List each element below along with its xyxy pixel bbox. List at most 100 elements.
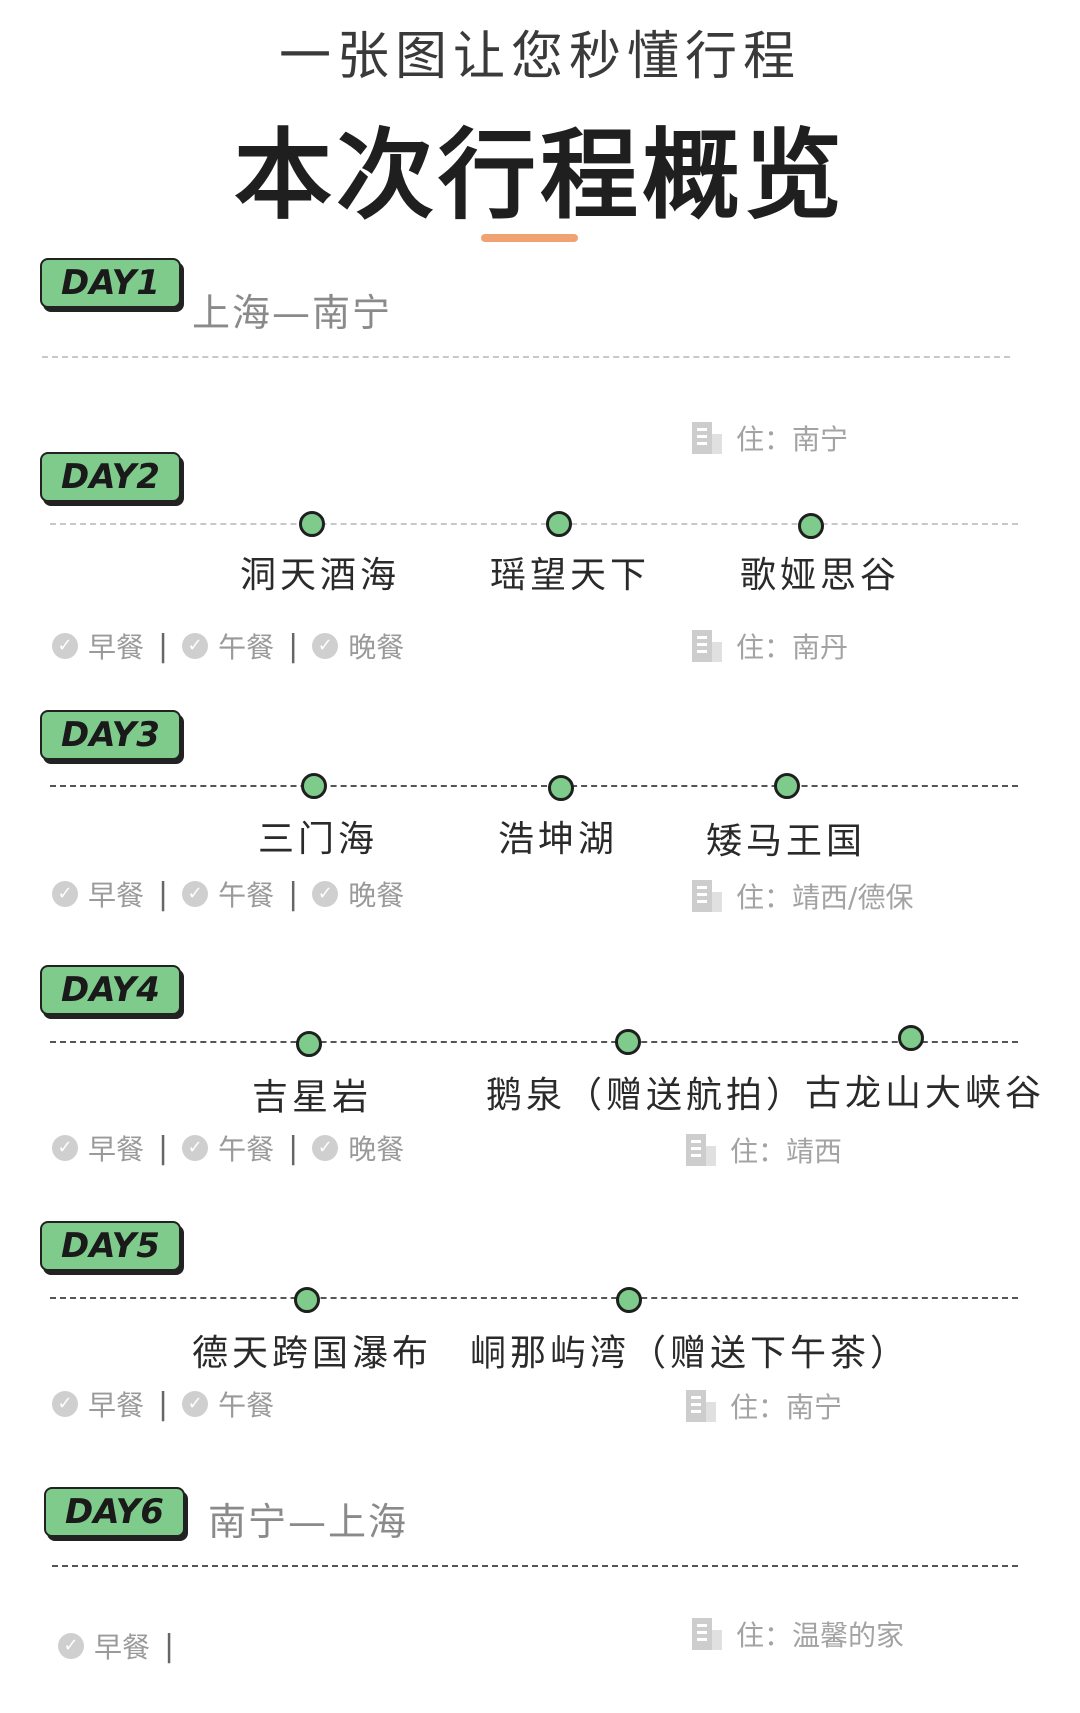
stay-city: 靖西/德保 <box>792 881 914 914</box>
check-icon: ✓ <box>312 633 339 659</box>
hotel-icon <box>692 630 722 662</box>
hotel-icon <box>692 880 722 912</box>
day4-stay: 住：靖西 <box>686 1130 842 1170</box>
meal-breakfast: 早餐 <box>88 631 145 664</box>
day2-stop-1: 洞天酒海 <box>240 555 401 596</box>
page-subtitle: 一张图让您秒懂行程 <box>278 27 801 87</box>
check-icon: ✓ <box>52 881 78 907</box>
check-icon: ✓ <box>182 633 209 659</box>
day3-timeline <box>50 785 1018 787</box>
day1-stay: 住：南宁 <box>692 418 848 458</box>
day5-stop-1: 德天跨国瀑布 <box>192 1333 433 1374</box>
check-icon: ✓ <box>58 1633 84 1659</box>
day2-badge: DAY2 <box>40 452 181 502</box>
meal-lunch: 午餐 <box>218 879 275 912</box>
day3-stop-1: 三门海 <box>258 819 379 860</box>
meal-breakfast: 早餐 <box>88 1389 145 1422</box>
hotel-icon <box>692 422 722 454</box>
check-icon: ✓ <box>182 1135 209 1161</box>
check-icon: ✓ <box>182 881 209 907</box>
stay-city: 南丹 <box>792 631 849 664</box>
meal-separator: | <box>158 876 169 912</box>
day5-stay: 住：南宁 <box>686 1386 842 1426</box>
meal-dinner: 晚餐 <box>348 1133 405 1166</box>
day5-timeline <box>50 1297 1018 1299</box>
stay-label: 住： <box>730 1135 787 1168</box>
stay-city: 靖西 <box>786 1135 843 1168</box>
hotel-icon <box>686 1390 716 1422</box>
stop-marker <box>294 1287 320 1313</box>
stop-marker <box>299 511 325 537</box>
title-underline <box>481 234 578 242</box>
day5-badge: DAY5 <box>40 1221 181 1271</box>
stay-city: 温馨的家 <box>792 1619 905 1652</box>
stop-marker <box>546 511 572 537</box>
meal-separator: | <box>158 628 169 664</box>
meal-separator: | <box>288 628 299 664</box>
check-icon: ✓ <box>52 633 78 659</box>
meal-dinner: 晚餐 <box>348 631 405 664</box>
check-icon: ✓ <box>312 881 339 907</box>
day6-meals: ✓ 早餐 | <box>58 1626 188 1666</box>
check-icon: ✓ <box>52 1135 78 1161</box>
page-title: 本次行程概览 <box>233 119 846 233</box>
day2-meals: ✓ 早餐 | ✓ 午餐 | ✓ 晚餐 <box>52 626 404 666</box>
day4-meals: ✓ 早餐 | ✓ 午餐 | ✓ 晚餐 <box>52 1128 404 1168</box>
stay-label: 住： <box>736 631 793 664</box>
day2-stop-3: 歌娅思谷 <box>740 555 901 596</box>
day6-route: 南宁—上海 <box>208 1500 409 1544</box>
day2-stay: 住：南丹 <box>692 626 848 666</box>
meal-lunch: 午餐 <box>218 1133 275 1166</box>
stop-marker <box>296 1031 322 1057</box>
stay-label: 住： <box>736 881 793 914</box>
day1-badge: DAY1 <box>40 258 181 308</box>
day3-stop-2: 浩坤湖 <box>498 819 619 860</box>
day4-stop-1: 吉星岩 <box>252 1077 373 1118</box>
day4-stop-3: 古龙山大峡谷 <box>805 1073 1046 1114</box>
day2-timeline <box>50 523 1018 525</box>
day2-stop-2: 瑶望天下 <box>490 555 651 596</box>
day4-stop-2: 鹅泉（赠送航拍） <box>486 1075 807 1116</box>
meal-dinner: 晚餐 <box>348 879 405 912</box>
stop-marker <box>615 1029 641 1055</box>
stop-marker <box>548 775 574 801</box>
day6-divider <box>52 1565 1018 1567</box>
meal-separator: | <box>158 1130 169 1166</box>
hotel-icon <box>692 1618 722 1650</box>
day3-stay: 住：靖西/德保 <box>692 876 913 916</box>
stop-marker <box>898 1025 924 1051</box>
meal-breakfast: 早餐 <box>88 1133 145 1166</box>
stay-label: 住： <box>736 1619 793 1652</box>
hotel-icon <box>686 1134 716 1166</box>
stop-marker <box>301 773 327 799</box>
meal-lunch: 午餐 <box>218 1389 275 1422</box>
day6-badge: DAY6 <box>44 1487 185 1537</box>
meal-breakfast: 早餐 <box>88 879 145 912</box>
stay-city: 南宁 <box>786 1391 843 1424</box>
stay-label: 住： <box>736 423 793 456</box>
day3-meals: ✓ 早餐 | ✓ 午餐 | ✓ 晚餐 <box>52 874 404 914</box>
stop-marker <box>616 1287 642 1313</box>
day4-badge: DAY4 <box>40 965 181 1015</box>
day5-stop-2: 峒那屿湾（赠送下午茶） <box>470 1333 911 1374</box>
day3-badge: DAY3 <box>40 710 181 760</box>
day1-route: 上海—南宁 <box>192 291 393 335</box>
meal-separator: | <box>288 1130 299 1166</box>
stop-marker <box>798 513 824 539</box>
meal-separator: | <box>164 1628 175 1664</box>
day3-stop-3: 矮马王国 <box>706 821 867 862</box>
check-icon: ✓ <box>52 1391 78 1417</box>
day1-divider <box>42 356 1010 358</box>
day4-timeline <box>50 1041 1018 1043</box>
stay-city: 南宁 <box>792 423 849 456</box>
stay-label: 住： <box>730 1391 787 1424</box>
check-icon: ✓ <box>182 1391 209 1417</box>
day5-meals: ✓ 早餐 | ✓ 午餐 <box>52 1384 274 1424</box>
meal-separator: | <box>158 1386 169 1422</box>
meal-breakfast: 早餐 <box>94 1631 151 1664</box>
meal-lunch: 午餐 <box>218 631 275 664</box>
check-icon: ✓ <box>312 1135 339 1161</box>
meal-separator: | <box>288 876 299 912</box>
day6-stay: 住：温馨的家 <box>692 1614 904 1654</box>
stop-marker <box>774 773 800 799</box>
